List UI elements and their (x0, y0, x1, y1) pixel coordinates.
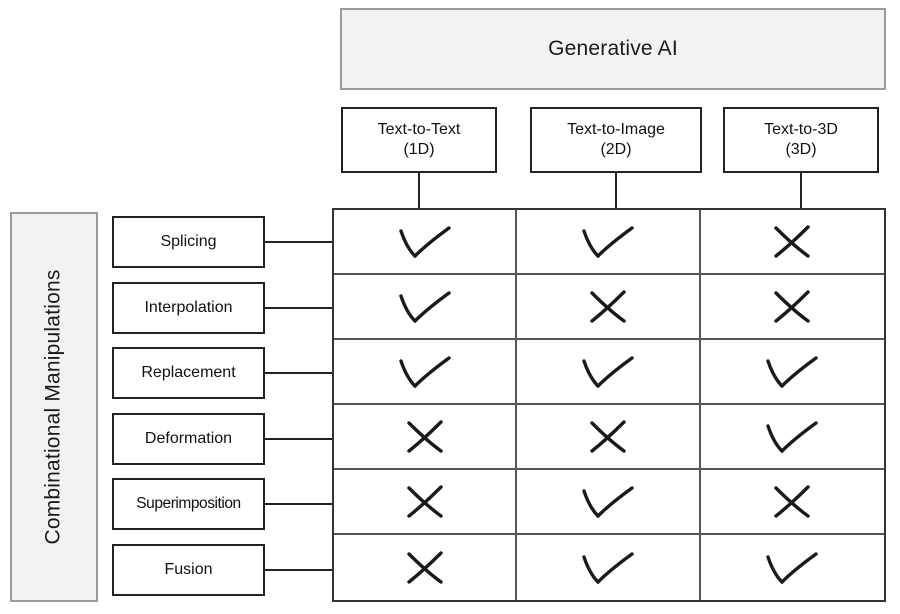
cell-deformation-text-to-image (517, 405, 701, 470)
check-icon (761, 546, 823, 590)
column-header-title: Text-to-Text (377, 121, 461, 138)
column-header-title: Text-to-3D (764, 121, 838, 138)
cross-icon (767, 480, 817, 524)
check-icon (761, 415, 823, 459)
cell-fusion-text-to-image (517, 535, 701, 600)
row-label-interpolation: Interpolation (112, 281, 265, 334)
cell-replacement-text-to-text (334, 340, 518, 405)
connector-line-column-1 (418, 173, 420, 209)
check-icon (394, 285, 456, 329)
row-label-text: Replacement (141, 364, 236, 382)
cell-fusion-text-to-text (334, 535, 518, 600)
cell-superimposition-text-to-3d (700, 470, 884, 535)
combinational-manipulations-banner: Combinational Manipulations (10, 212, 98, 602)
row-label-text: Fusion (164, 561, 213, 578)
row-label-text: Deformation (144, 429, 233, 447)
connector-line-interpolation (265, 306, 332, 309)
check-icon (577, 546, 639, 590)
cross-icon (767, 285, 817, 329)
cross-icon (583, 285, 633, 329)
connector-line-replacement (265, 372, 332, 375)
row-label-text: Interpolation (144, 298, 233, 316)
cross-icon (400, 546, 450, 590)
column-header-text-to-3d: Text-to-3D (3D) (723, 107, 879, 173)
connector-line-splicing (265, 241, 332, 243)
check-icon (394, 220, 456, 264)
check-icon (577, 350, 639, 394)
row-label-splicing: Splicing (112, 216, 265, 268)
cross-icon (767, 220, 817, 264)
generative-ai-label: Generative AI (548, 37, 678, 60)
cell-interpolation-text-to-text (334, 275, 518, 340)
check-icon (761, 350, 823, 394)
row-label-superimposition: Superimposition (112, 478, 265, 531)
row-label-fusion: Fusion (112, 544, 265, 596)
row-label-text: Superimposition (136, 495, 241, 513)
column-header-dimension: (3D) (785, 141, 817, 158)
column-header-dimension: (2D) (600, 141, 632, 158)
connector-line-deformation (265, 437, 332, 440)
cell-superimposition-text-to-text (334, 470, 518, 535)
check-icon (577, 220, 639, 264)
cell-deformation-text-to-3d (700, 405, 884, 470)
column-header-dimension: (1D) (403, 141, 435, 158)
connector-line-column-3 (800, 173, 802, 209)
check-icon (394, 350, 456, 394)
check-icon (577, 480, 639, 524)
cross-icon (583, 415, 633, 459)
cross-icon (400, 480, 450, 524)
cell-replacement-text-to-image (517, 340, 701, 405)
cell-splicing-text-to-text (334, 210, 518, 275)
column-header-text-to-image: Text-to-Image (2D) (530, 107, 702, 173)
cell-replacement-text-to-3d (700, 340, 884, 405)
cell-interpolation-text-to-3d (700, 275, 884, 340)
connector-line-column-2 (615, 173, 617, 209)
cell-interpolation-text-to-image (517, 275, 701, 340)
row-label-deformation: Deformation (112, 412, 265, 465)
row-label-text: Splicing (160, 233, 217, 250)
cell-splicing-text-to-image (517, 210, 701, 275)
generative-ai-banner: Generative AI (340, 8, 886, 90)
cell-fusion-text-to-3d (701, 535, 884, 600)
connector-line-fusion (265, 569, 332, 571)
row-label-replacement: Replacement (112, 347, 265, 400)
column-header-text-to-text: Text-to-Text (1D) (341, 107, 497, 173)
column-header-title: Text-to-Image (567, 121, 665, 138)
combinational-manipulations-label: Combinational Manipulations (42, 269, 65, 545)
connector-line-superimposition (265, 503, 332, 506)
cell-splicing-text-to-3d (700, 210, 884, 275)
cell-deformation-text-to-text (334, 405, 518, 470)
cell-superimposition-text-to-image (517, 470, 701, 535)
cross-icon (400, 415, 450, 459)
capability-matrix (332, 208, 886, 602)
